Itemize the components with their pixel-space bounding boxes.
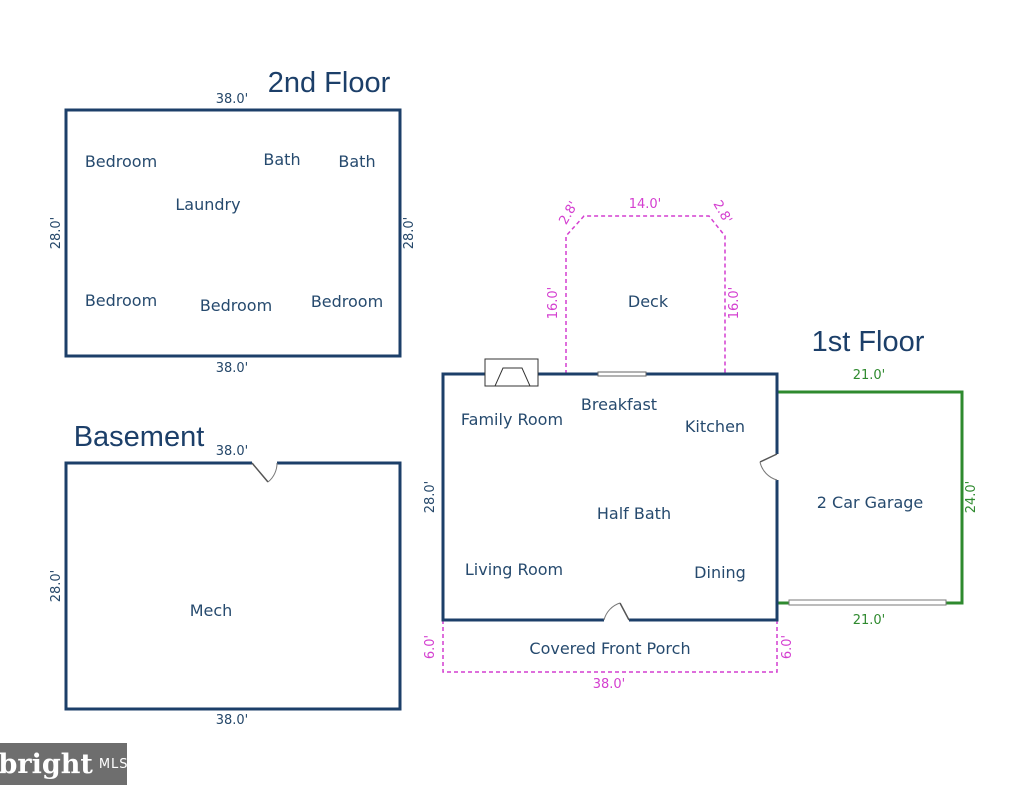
room-label: Bedroom [85,152,157,171]
room-label: Bath [263,150,300,169]
room-label: Bedroom [200,296,272,315]
basement: Basement 38.0' 38.0' 28.0' Mech [49,421,402,728]
porch-dim-left: 6.0' [423,635,438,659]
porch-outline [442,620,778,673]
room-label: 2 Car Garage [817,493,924,512]
porch-dim-right: 6.0' [780,635,795,659]
room-label: Laundry [175,195,240,214]
deck-dim-top: 14.0' [629,197,662,212]
room-label: Living Room [465,560,563,579]
room-label: Dining [694,563,746,582]
room-label: Half Bath [597,504,671,523]
door-swing-icon [603,602,621,621]
watermark-brand: bright [0,748,93,780]
first-floor-dim-left: 28.0' [423,481,438,514]
room-label: Kitchen [685,417,745,436]
porch-dim-bottom: 38.0' [593,677,626,692]
door-swing-icon [759,461,778,481]
room-label: Deck [628,292,669,311]
second-floor-walls [64,108,402,358]
deck: 14.0' 2.8' 2.8' 16.0' 16.0' Deck [546,197,742,374]
porch: 6.0' 6.0' 38.0' Covered Front Porch [423,619,795,692]
door-icon [759,453,778,463]
garage-dim-right: 24.0' [964,481,979,514]
garage-door-icon [788,599,947,606]
garage-dim-top: 21.0' [853,368,886,383]
garage: 21.0' 21.0' 24.0' 2 Car Garage [775,368,979,628]
watermark-suffix: MLS [98,756,129,772]
slider-door-icon [597,371,647,377]
basement-walls [64,461,402,711]
room-label: Bedroom [85,291,157,310]
basement-dim-top: 38.0' [216,444,249,459]
door-swing-icon [267,462,278,483]
door-icon [251,462,269,483]
room-label: Covered Front Porch [529,639,690,658]
fireplace-icon [484,358,539,387]
basement-title: Basement [74,421,205,453]
deck-outline [565,215,726,374]
room-label: Mech [190,601,233,620]
fireplace-hearth-icon [494,367,531,387]
second-floor-title: 2nd Floor [268,67,391,99]
second-floor-dim-top: 38.0' [216,92,249,107]
deck-dim-left: 16.0' [546,287,561,320]
door-icon [619,602,630,621]
room-label: Family Room [461,410,563,429]
garage-dim-bottom: 21.0' [853,613,886,628]
first-floor-title: 1st Floor [812,326,925,358]
second-floor: 2nd Floor 38.0' 38.0' 28.0' 28.0' Bedroo… [49,67,417,376]
second-floor-dim-bottom: 38.0' [216,361,249,376]
second-floor-dim-left: 28.0' [49,217,64,250]
bright-mls-watermark: bright MLS [0,743,129,785]
room-label: Breakfast [581,395,657,414]
first-floor: 1st Floor 28.0' Family Room Breakfast Ki… [423,326,925,623]
basement-dim-bottom: 38.0' [216,713,249,728]
room-label: Bedroom [311,292,383,311]
basement-dim-left: 28.0' [49,570,64,603]
deck-dim-right: 16.0' [727,287,742,320]
room-label: Bath [338,152,375,171]
second-floor-dim-right: 28.0' [402,217,417,250]
